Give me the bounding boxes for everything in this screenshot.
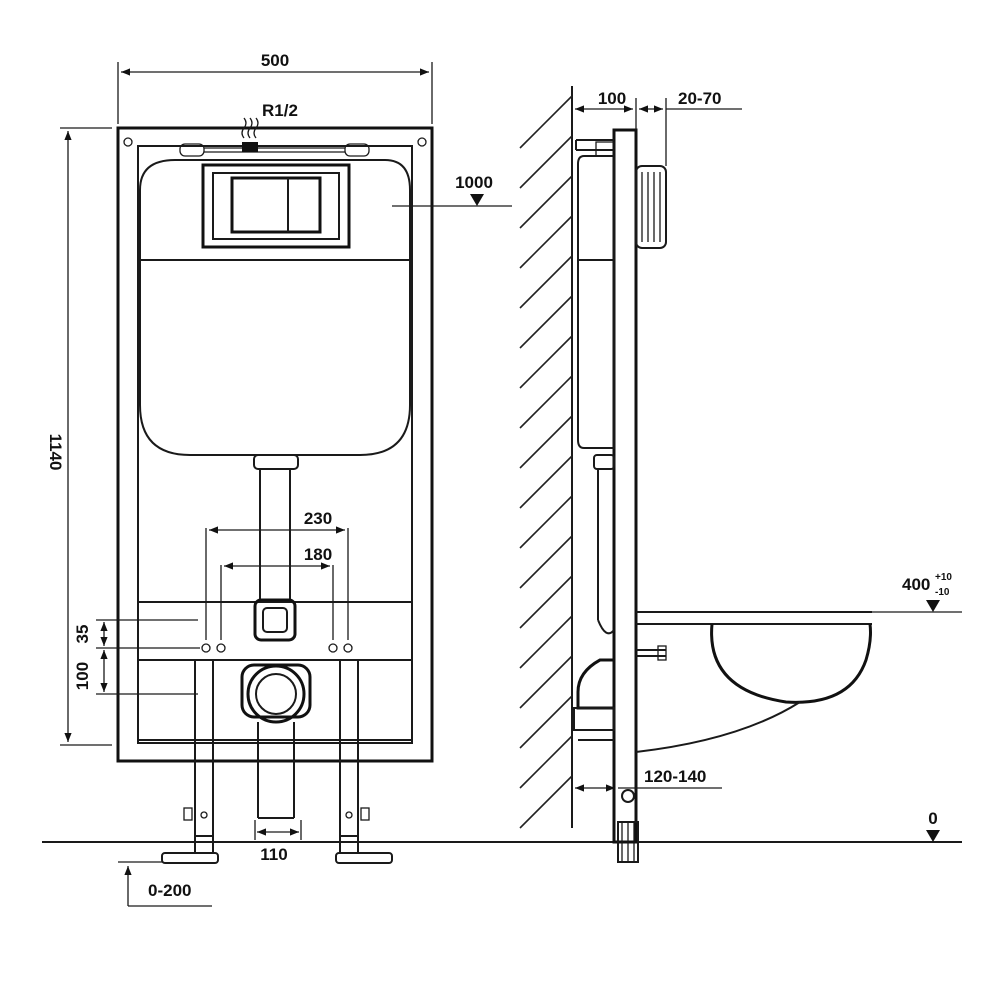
top-bracket	[575, 139, 614, 151]
corner-screw-icon	[123, 137, 133, 147]
frame-inner-outline	[137, 145, 413, 744]
right-foot	[335, 852, 393, 864]
dim-pan-depth: 120-140	[644, 767, 706, 786]
dim-floor-level: 0	[928, 809, 937, 828]
dim-wall-gap: 20-70	[678, 89, 721, 108]
flush-button-frame	[230, 176, 322, 234]
toilet-bowl	[635, 611, 872, 753]
bolt-hole-icon	[216, 643, 226, 653]
dim-leg-adjust: 0-200	[148, 881, 191, 900]
dim-bolt-inner: 180	[304, 545, 332, 564]
cistern-side	[577, 155, 615, 449]
right-leg	[335, 659, 393, 864]
flush-plate-side	[635, 165, 667, 249]
drain-elbow	[576, 658, 614, 710]
pipe-collar	[253, 454, 299, 470]
front-dimensions: 500 1140 230 180 35 100 110 0-200	[46, 51, 512, 907]
left-foot	[161, 852, 219, 864]
leg-bolt-icon	[621, 789, 635, 803]
flush-connector	[253, 598, 297, 642]
frame-outline	[116, 126, 434, 763]
dim-seat-height: 400	[902, 575, 930, 594]
seat-level-marker-icon	[926, 600, 940, 612]
dim-seat-tol-plus: +10	[935, 572, 952, 583]
dim-button-height: 1000	[455, 173, 493, 192]
frame-upright	[612, 128, 638, 844]
side-dimensions: 100 20-70 400 +10 -10 120-140 0	[571, 89, 962, 842]
dim-bolt-offset-small: 35	[73, 625, 92, 644]
bolt-hole-icon	[328, 643, 338, 653]
side-view	[519, 86, 872, 863]
front-view: R1/2	[116, 101, 434, 864]
cistern	[139, 159, 411, 456]
flush-plate-inner	[212, 172, 340, 240]
dim-frame-height: 1140	[46, 434, 65, 471]
mount-tab	[344, 143, 370, 157]
floor-level-marker-icon	[926, 830, 940, 842]
wall-hatching	[519, 95, 573, 829]
level-marker-icon	[470, 194, 484, 206]
left-leg	[161, 659, 219, 864]
dim-drain-width: 110	[260, 845, 287, 864]
water-inlet-icon	[241, 117, 259, 152]
inlet-label: R1/2	[262, 101, 298, 120]
dim-depth: 100	[598, 89, 626, 108]
bolt-hole-icon	[343, 643, 353, 653]
dim-frame-width: 500	[261, 51, 289, 70]
flush-plate	[201, 163, 351, 249]
bolt-hole-icon	[201, 643, 211, 653]
dim-bolt-offset-large: 100	[73, 662, 92, 690]
corner-screw-icon	[417, 137, 427, 147]
mount-tab	[179, 143, 205, 157]
dim-bolt-outer: 230	[304, 509, 332, 528]
dim-seat-tol-minus: -10	[935, 587, 950, 598]
